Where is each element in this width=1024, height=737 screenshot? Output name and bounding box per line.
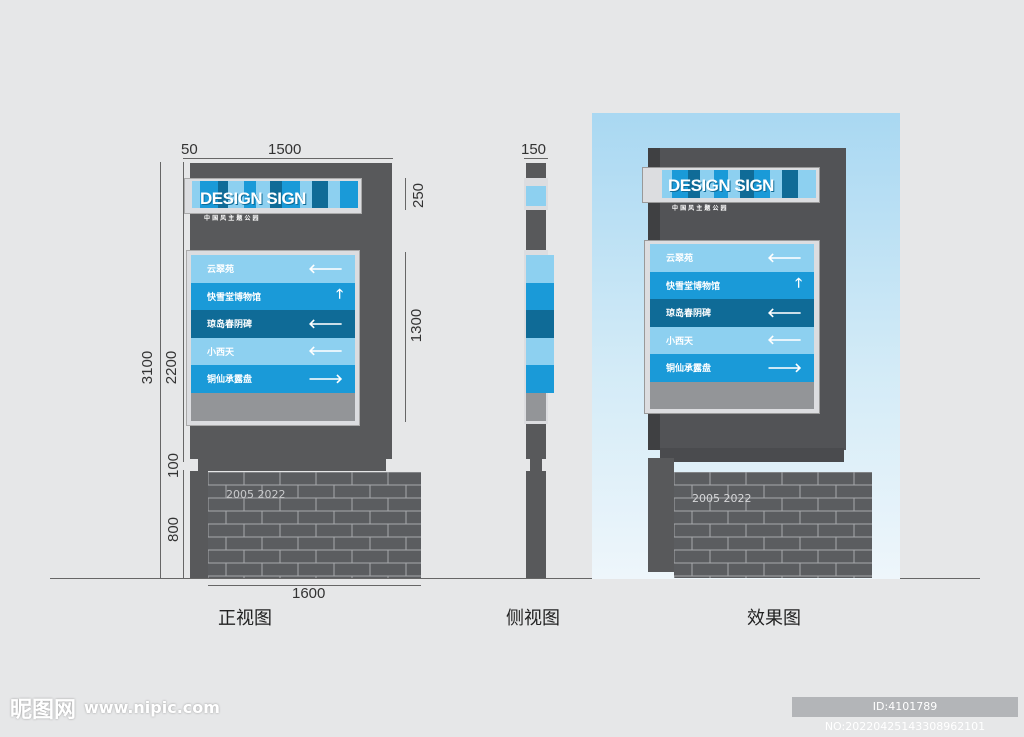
side-neck (530, 459, 542, 471)
effect-banner-subtitle: 中 国 风 主 题 公 园 (672, 205, 727, 212)
arrow-icon: 🡐 (767, 305, 802, 321)
front-view-label: 正视图 (218, 608, 272, 629)
watermark-site: www.nipic.com (84, 698, 220, 717)
dim-panel-h: 1300 (408, 308, 426, 343)
dim-line-top (183, 158, 393, 159)
directory-label: 小西天 (207, 347, 235, 358)
dim-line-sign (183, 162, 184, 462)
effect-brick-pattern (674, 472, 872, 578)
dim-line-total (160, 162, 161, 578)
front-brick-base (208, 472, 421, 578)
directory-row: 小西天 🡐 (650, 326, 814, 354)
directory-row: 琼岛春阴碑 🡐 (191, 310, 355, 338)
front-panel-gray (191, 393, 355, 421)
arrow-icon: 🡑 (795, 276, 802, 292)
directory-row: 快雪堂博物馆 🡑 (191, 282, 355, 310)
dim-front-edge: 50 (181, 141, 198, 158)
ground-line (50, 578, 980, 579)
dim-total-h: 3100 (139, 350, 157, 385)
effect-view-label: 效果图 (747, 608, 801, 629)
effect-brick-base (674, 472, 872, 578)
directory-row (526, 310, 554, 338)
arrow-icon: 🡒 (308, 371, 343, 387)
dim-header-h: 250 (410, 182, 428, 209)
directory-row (526, 365, 554, 393)
directory-row: 铜仙承露盘 🡒 (191, 365, 355, 393)
watermark-id: ID:4101789 NO:20220425143308962101 (792, 697, 1018, 733)
directory-row: 云翠苑 🡐 (650, 244, 814, 272)
side-view-label: 侧视图 (506, 608, 560, 629)
side-banner (526, 186, 546, 206)
directory-row: 快雪堂博物馆 🡑 (650, 271, 814, 299)
front-brick-pattern (208, 472, 421, 578)
directory-row: 小西天 🡐 (191, 337, 355, 365)
arrow-icon: 🡐 (308, 344, 343, 360)
effect-banner (662, 170, 816, 198)
dim-line-base (183, 470, 184, 578)
effect-left-post (648, 458, 674, 572)
dim-base-width: 1600 (292, 585, 326, 602)
front-sign-neck (198, 459, 386, 471)
directory-row (526, 337, 554, 365)
arrow-icon: 🡐 (308, 316, 343, 332)
directory-label: 云翠苑 (207, 265, 235, 276)
dim-base-h: 800 (165, 516, 183, 543)
front-base-text: 2005 2022 (226, 488, 286, 501)
directory-label: 琼岛春阴碑 (207, 320, 253, 331)
effect-panel-gray (650, 381, 814, 409)
arrow-icon: 🡐 (767, 250, 802, 266)
arrow-icon: 🡐 (308, 261, 343, 277)
arrow-icon: 🡑 (336, 287, 343, 303)
directory-label: 铜仙承露盘 (666, 364, 712, 375)
directory-label: 小西天 (666, 336, 694, 347)
effect-base-text: 2005 2022 (692, 492, 752, 505)
dim-side-depth: 150 (521, 141, 547, 158)
arrow-icon: 🡐 (767, 333, 802, 349)
dim-line-base-width (208, 585, 421, 586)
dim-line-side-top (524, 158, 548, 159)
directory-row: 云翠苑 🡐 (191, 255, 355, 283)
dim-sign-h: 2200 (163, 350, 181, 385)
directory-row (526, 255, 554, 283)
dim-front-width: 1500 (268, 141, 302, 158)
side-panel-gray (526, 393, 546, 421)
directory-label: 琼岛春阴碑 (666, 309, 712, 320)
directory-label: 铜仙承露盘 (207, 375, 253, 386)
dim-line-header (405, 178, 406, 210)
directory-row: 琼岛春阴碑 🡐 (650, 299, 814, 327)
effect-sign-neck (660, 448, 844, 462)
front-banner-title: DESIGN SIGN (200, 189, 306, 208)
directory-label: 快雪堂博物馆 (207, 292, 262, 303)
watermark-logo: 昵图网 (10, 698, 77, 723)
front-banner (192, 181, 358, 208)
front-banner-subtitle: 中 国 风 主 题 公 园 (204, 215, 259, 222)
effect-banner-title: DESIGN SIGN (668, 176, 774, 195)
arrow-icon: 🡒 (767, 360, 802, 376)
directory-label: 云翠苑 (666, 254, 694, 265)
dim-line-panel (405, 252, 406, 422)
directory-row (526, 282, 554, 310)
dim-gap-h: 100 (165, 452, 183, 479)
directory-row: 铜仙承露盘 🡒 (650, 354, 814, 382)
directory-label: 快雪堂博物馆 (666, 281, 721, 292)
front-left-post (190, 471, 208, 578)
side-base (526, 471, 546, 578)
